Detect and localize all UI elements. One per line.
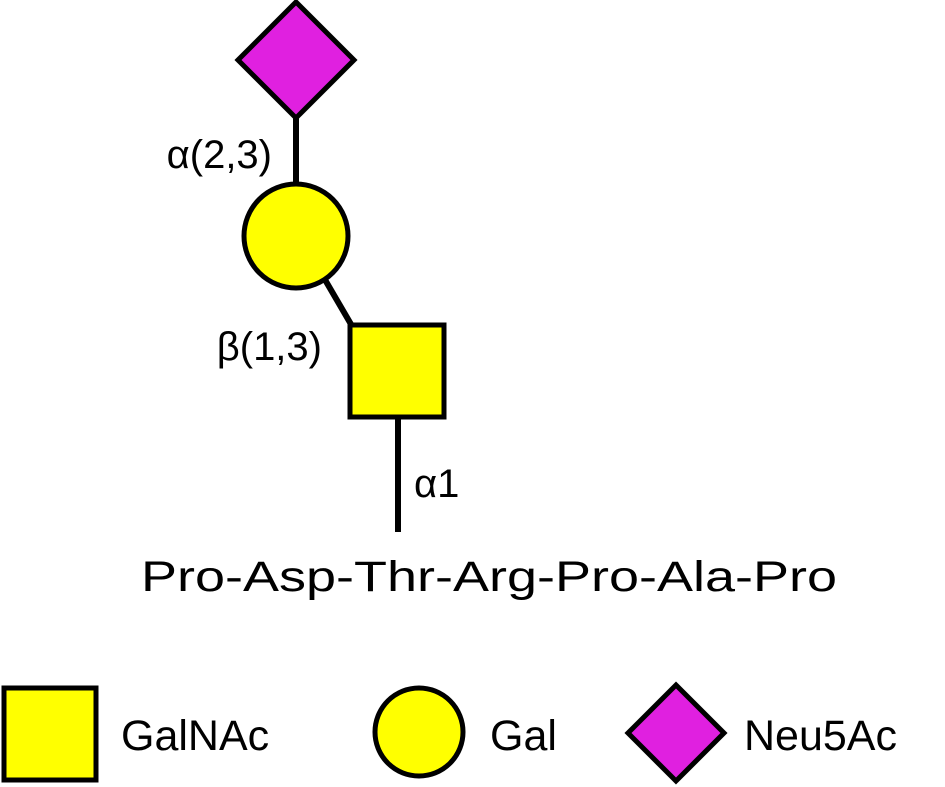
legend-diamond-icon: [624, 681, 728, 785]
peptide-sequence: Pro-Asp-Thr-Arg-Pro-Ala-Pro: [141, 553, 837, 601]
legend-square-icon: [1, 685, 99, 783]
legend: GalNAc Gal Neu5Ac: [1, 681, 897, 785]
legend-circle-icon: [372, 685, 466, 779]
legend-label-gal: Gal: [490, 712, 557, 760]
linkage-label-alpha-2-3: α(2,3): [167, 133, 272, 177]
neu5ac-diamond-icon: [234, 0, 358, 122]
legend-label-neu5ac: Neu5Ac: [744, 712, 897, 760]
linkage-label-beta-1-3: β(1,3): [217, 325, 322, 369]
linkage-label-alpha-1: α1: [414, 462, 459, 506]
legend-label-galnac: GalNAc: [121, 712, 269, 760]
bond-gal-galnac: [321, 276, 355, 328]
gal-circle-icon: [241, 181, 351, 291]
galnac-square-icon: [347, 322, 447, 420]
